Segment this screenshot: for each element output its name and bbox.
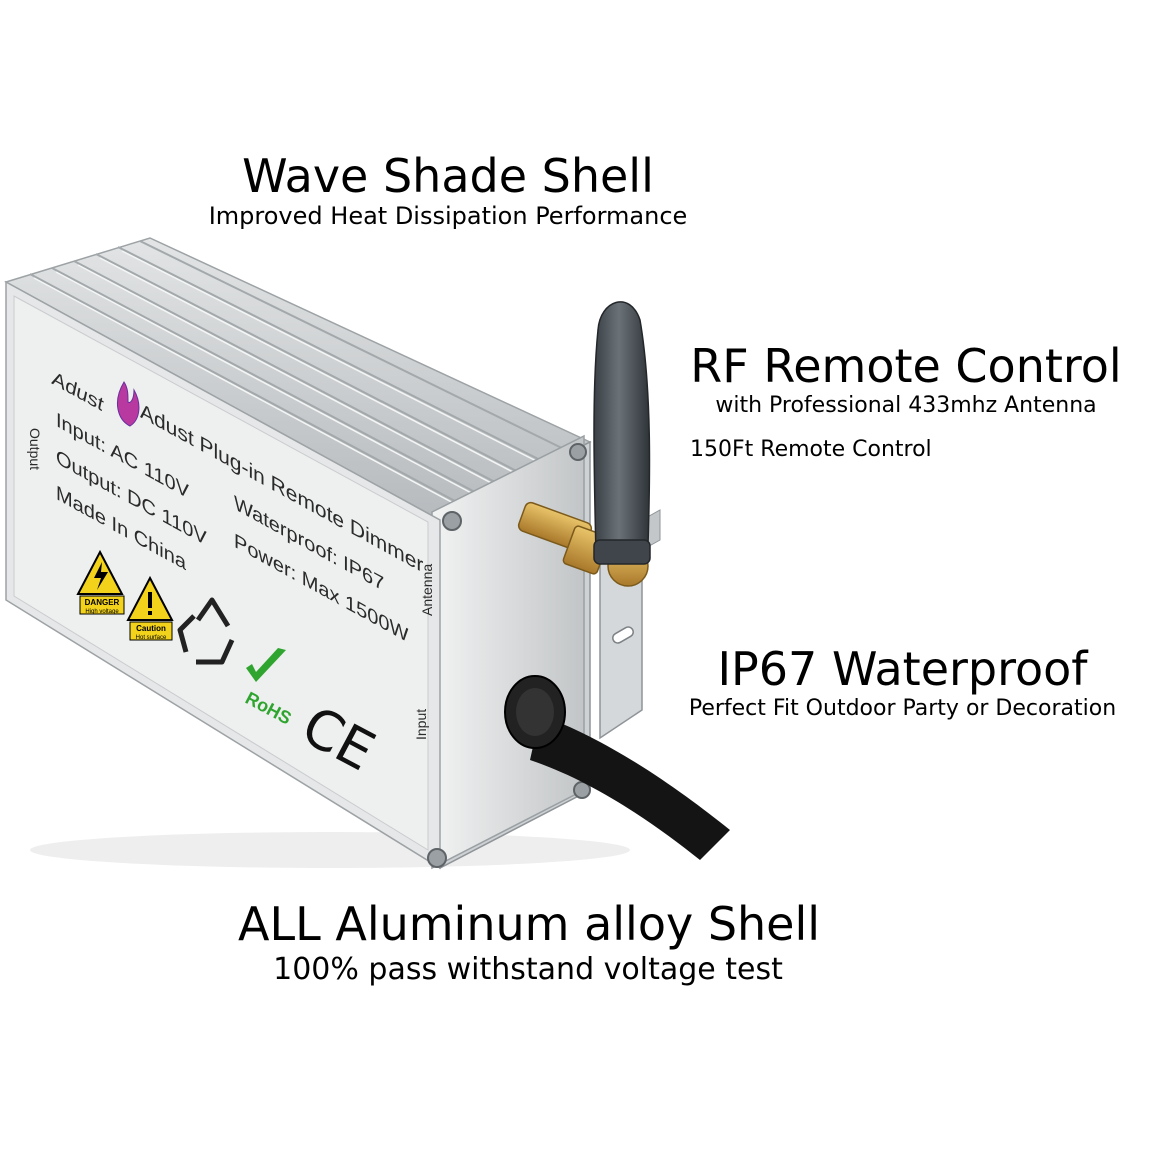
feature-subtitle: 100% pass withstand voltage test [273,952,783,987]
feature-waterproof: IP67 Waterproof Perfect Fit Outdoor Part… [656,643,1149,723]
end-plate [431,434,591,870]
flame-logo-icon [116,381,140,427]
caution-warning-icon: Caution Hot surface [126,575,174,641]
label-face [5,280,441,870]
caution-sublabel: Hot surface [136,635,167,641]
antenna [593,301,651,565]
side-input-label: Input [413,709,429,740]
feature-title: IP67 Waterproof [717,642,1088,696]
feature-aluminum-shell: ALL Aluminum alloy Shell 100% pass withs… [238,897,821,990]
feature-rf-remote: RF Remote Control with Professional 433m… [688,340,1124,420]
feature-subtitle: Improved Heat Dissipation Performance [208,202,688,230]
screws [427,443,591,868]
feature-wave-shade: Wave Shade Shell Improved Heat Dissipati… [198,150,698,230]
caution-label: Caution [136,624,166,633]
shadow [30,832,630,868]
power-cable [504,675,730,860]
recycle-icon [177,597,235,665]
feature-title: Wave Shade Shell [242,149,654,203]
feature-subtitle: with Professional 433mhz Antenna [715,393,1097,418]
feature-rf-range: 150Ft Remote Control [690,437,932,462]
danger-sublabel: High voltage [85,609,119,615]
side-antenna-label: Antenna [419,564,435,616]
feature-title: ALL Aluminum alloy Shell [238,897,821,951]
side-output-label: Output [27,428,43,470]
danger-warning-icon: DANGER High voltage [76,549,125,615]
danger-label: DANGER [85,598,120,607]
feature-subtitle: Perfect Fit Outdoor Party or Decoration [688,696,1117,721]
feature-title: RF Remote Control [690,339,1122,393]
